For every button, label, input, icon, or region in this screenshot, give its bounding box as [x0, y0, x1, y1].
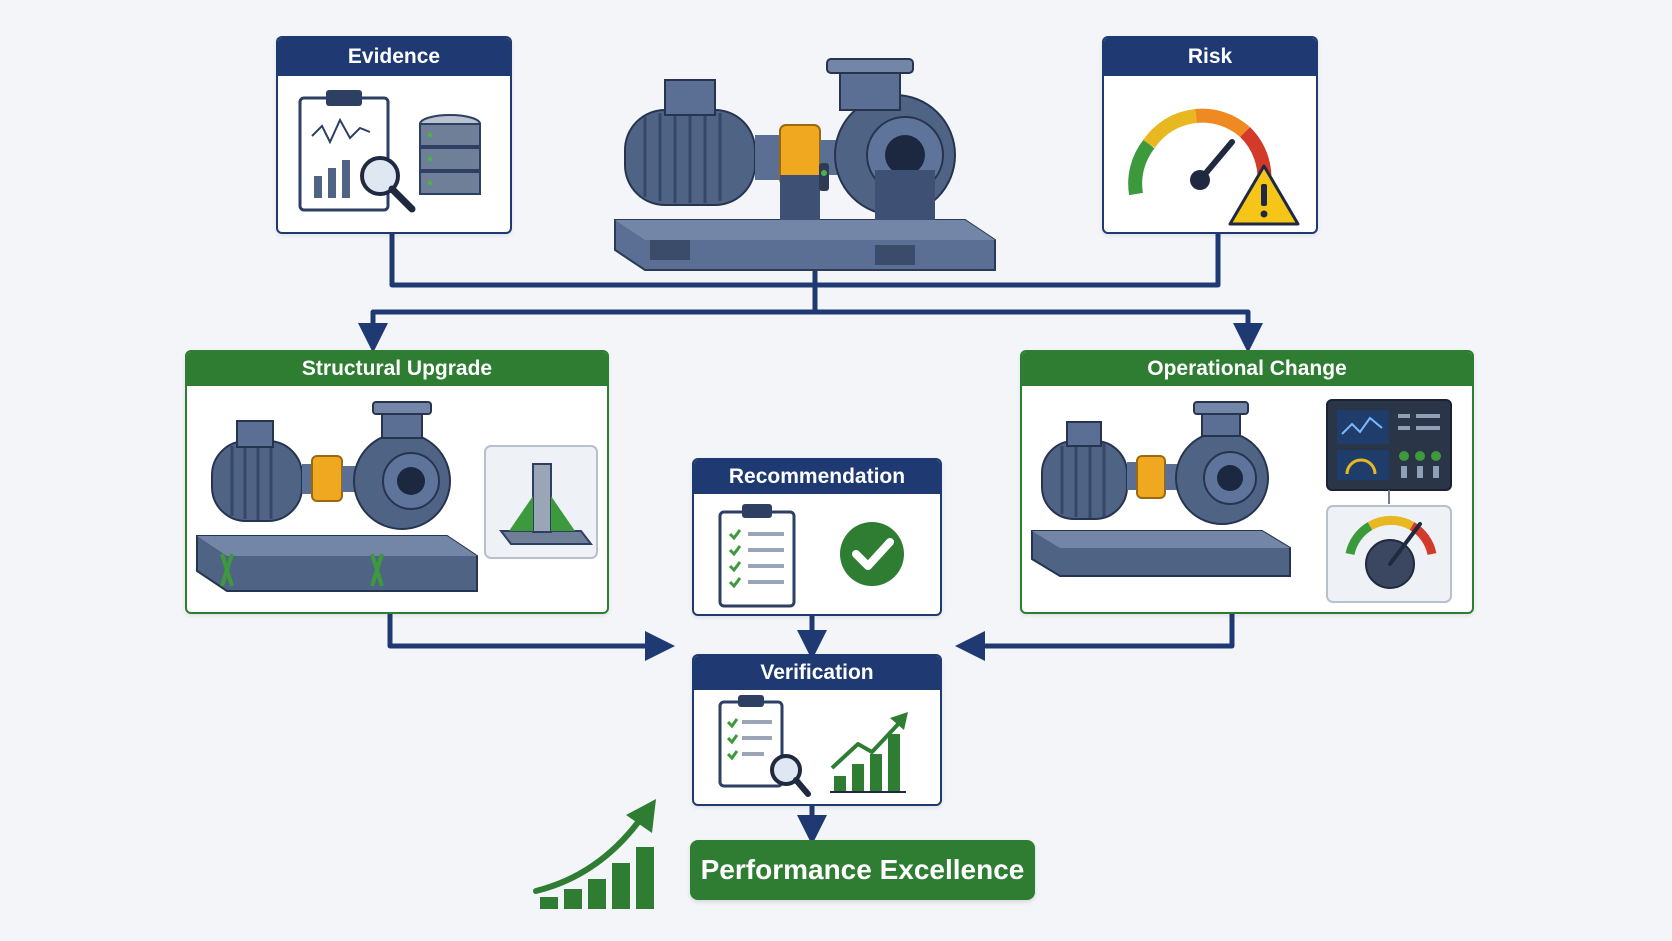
operational-change-box: Operational Change — [1020, 350, 1474, 614]
risk-title: Risk — [1104, 38, 1316, 76]
risk-box: Risk — [1102, 36, 1318, 234]
pump-icon — [1031, 401, 1291, 577]
evidence-title: Evidence — [278, 38, 510, 76]
recommendation-box: Recommendation — [692, 458, 942, 616]
bar-chart-up-icon — [830, 712, 908, 793]
connector-operational-to-verification — [955, 612, 1235, 661]
database-icon — [419, 114, 481, 195]
risk-illustration — [1128, 108, 1300, 226]
connector-evidence — [389, 232, 815, 288]
structural-upgrade-illustration — [196, 401, 598, 592]
evidence-illustration — [298, 90, 481, 213]
connector-risk — [815, 232, 1221, 288]
verification-box: Verification — [692, 654, 942, 806]
evidence-box: Evidence — [276, 36, 512, 234]
operational-change-title: Operational Change — [1022, 352, 1472, 386]
support-bracket-icon — [484, 445, 598, 559]
growth-bar-chart-icon — [533, 799, 656, 909]
structural-upgrade-box: Structural Upgrade — [185, 350, 609, 614]
connector-to-structural — [358, 309, 815, 353]
control-panel-icon — [1326, 399, 1452, 491]
verification-title: Verification — [694, 656, 940, 690]
recommendation-illustration — [718, 504, 904, 608]
connector-to-operational — [815, 309, 1263, 353]
connector-structural-to-verification — [387, 612, 675, 661]
centrifugal-pump-icon — [614, 58, 996, 271]
structural-upgrade-title: Structural Upgrade — [187, 352, 607, 386]
checklist-magnifier-icon — [718, 695, 811, 797]
performance-excellence-box: Performance Excellence — [690, 840, 1035, 900]
warning-triangle-icon — [1228, 164, 1300, 226]
gauge-icon — [1326, 505, 1452, 603]
magnifier-icon — [360, 156, 416, 213]
check-circle-icon — [840, 522, 904, 586]
checklist-icon — [718, 504, 796, 608]
verification-illustration — [718, 695, 908, 797]
pump-on-reinforced-base-icon — [196, 401, 478, 592]
recommendation-title: Recommendation — [694, 460, 940, 494]
operational-change-illustration — [1031, 399, 1452, 603]
